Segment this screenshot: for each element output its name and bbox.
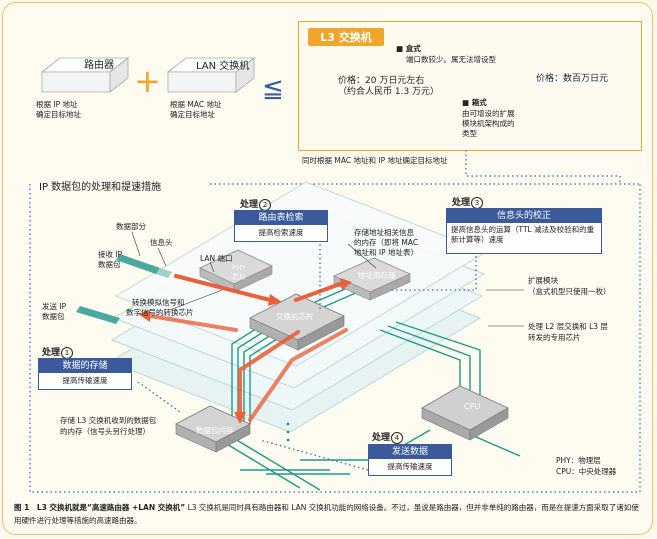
process-4-number: 4 (391, 431, 404, 444)
chassis-price: 价格：数百万日元 (536, 74, 609, 85)
switch-chip-label: 交换机芯片 (276, 312, 314, 321)
address-memory-label: 地址用存储 (358, 271, 396, 280)
l2l3-chip-note-1: 处理 L2 层交换和 L3 层 (528, 322, 608, 331)
process-2-box: 路由表检索 提高检索速度 (234, 210, 328, 242)
l3-switch-title: L3 交换机 (308, 28, 384, 46)
process-2-number: 2 (259, 198, 272, 211)
phy-chip-label-1: PHY (232, 264, 246, 272)
router-note-1: 根据 IP 地址 (36, 100, 78, 109)
router-label: 路由器 (84, 60, 114, 71)
process-1-label: 处理 (42, 348, 61, 358)
address-note-2: 的内存（即将 MAC (354, 238, 419, 247)
legend-cpu: CPU：中央处理器 (556, 467, 617, 476)
box-type-desc: 端口数较少。属无法增设型 (406, 55, 496, 64)
send-packet-2: 数据包 (42, 312, 65, 321)
process-4-box: 发送数据 提高传输速度 (368, 444, 452, 476)
leq-sign: ≦ (262, 74, 284, 104)
packet-memory-chip-icon (175, 405, 251, 453)
chassis-head: ■ 箱式 (462, 98, 487, 107)
caption-figure-title: 图 1 L3 交换机就是“高速路由器 +LAN 交换机” (14, 503, 186, 512)
lan-note-2: 确定目标地址 (170, 110, 215, 119)
incoming-packet-icon (116, 254, 172, 278)
caption-text: L3 交换机是同时具有路由器和 LAN 交换机功能的网络设备。不过，虽说是路由器… (14, 503, 639, 525)
both-address-note: 同时根据 MAC 地址和 IP 地址确定目标地址 (302, 156, 448, 165)
process-1-desc: 提高传输速度 (62, 376, 108, 385)
address-note-3: 地址和 IP 地址表） (354, 248, 419, 257)
chassis-desc-1: 由可增设的扩展 (462, 109, 515, 118)
chassis-desc-2: 模块机架构成的 (462, 119, 515, 128)
process-4-title: 发送数据 (369, 445, 451, 459)
process-1-box: 数据的存储 提高传输速度 (38, 358, 132, 390)
recv-packet-1: 接收 IP (98, 250, 123, 259)
chassis-desc-3: 类型 (462, 129, 477, 138)
process-1-number: 1 (61, 346, 74, 359)
packet-flow-arrows (148, 274, 348, 422)
process-4-label: 处理 (372, 433, 391, 443)
trace-dots (286, 422, 290, 442)
outgoing-packet-icon (76, 306, 120, 324)
phy-chip-icon (199, 249, 273, 293)
lan-note-1: 根据 MAC 地址 (170, 100, 222, 109)
process-4-desc: 提高传输速度 (387, 462, 433, 471)
router-box-icon (40, 57, 130, 93)
send-packet-1: 发送 IP (42, 302, 67, 311)
process-3-label: 处理 (452, 198, 471, 208)
process-2-title: 路由表检索 (235, 211, 327, 225)
router-note-2: 确定目标地址 (36, 110, 81, 119)
l2l3-chip-note-2: 转发的专用芯片 (528, 333, 581, 342)
converter-note-2: 数字信号的转换芯片 (126, 308, 194, 317)
cpu-chip-icon (421, 385, 509, 441)
process-3-desc: 提高信息头的运算（TTL 减法及校验和的重新计算等）速度 (451, 225, 595, 244)
box-type-head: ■ 盒式 (396, 44, 421, 53)
cpu-label: CPU (464, 402, 481, 411)
packet-memory-note-2: 的内存（信号头另行处理） (60, 427, 150, 436)
recv-packet-2: 数据包 (98, 260, 121, 269)
section-title: IP 数据包的处理和提速措施 (36, 178, 165, 193)
process-3-box: 信息头的校正 提高信息头的运算（TTL 减法及校验和的重新计算等）速度 (446, 208, 602, 254)
pointer-lines (131, 231, 524, 327)
phy-chip-label-2: 芯片 (232, 273, 246, 281)
process-2-label: 处理 (240, 200, 259, 210)
header-label: 信息头 (150, 238, 173, 247)
lan-switch-box-icon (166, 57, 256, 93)
packet-memory-label: 数据包内存 (196, 426, 234, 435)
legend-phy: PHY：物理层 (556, 456, 601, 465)
lan-port-label: LAN 端口 (200, 254, 233, 263)
plus-sign: + (134, 62, 161, 100)
expansion-label-2: （盒式机型只使用一枚） (528, 287, 611, 296)
address-note-1: 存储地址相关信息 (354, 228, 414, 237)
converter-note-1: 转换模拟信号和 (132, 298, 185, 307)
packet-memory-note-1: 存储 L3 交换机收到的数据包 (60, 416, 157, 425)
arrow-heads (138, 278, 352, 424)
process-1-title: 数据的存储 (39, 359, 131, 373)
box-price-1: 价格：20 万日元左右 (338, 76, 425, 86)
box-price-2: （约合人民币 1.3 万元） (338, 87, 440, 97)
expansion-label-1: 扩展模块 (528, 276, 558, 285)
data-part-label: 数据部分 (116, 222, 146, 231)
leader-lines (137, 240, 477, 471)
process-3-title: 信息头的校正 (447, 209, 601, 223)
process-3-number: 3 (471, 196, 484, 209)
lan-switch-label: LAN 交换机 (196, 61, 250, 72)
figure-caption: 图 1 L3 交换机就是“高速路由器 +LAN 交换机” L3 交换机是同时具有… (14, 501, 642, 527)
diagram-svg (29, 150, 641, 493)
process-2-desc: 提高检索速度 (258, 228, 304, 237)
